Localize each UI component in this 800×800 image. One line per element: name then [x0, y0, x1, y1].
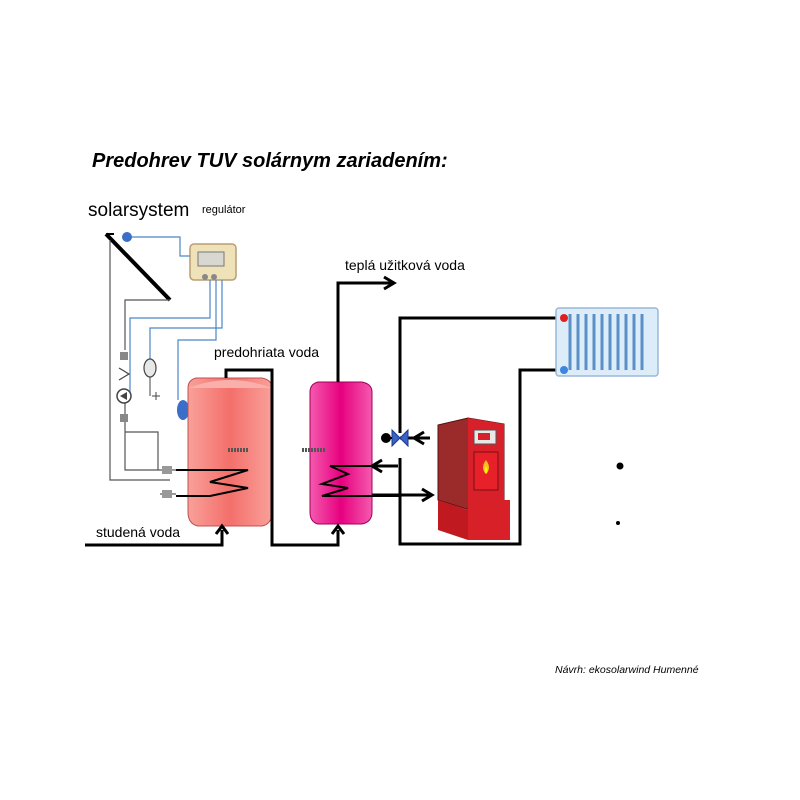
radiator-outlet-icon	[560, 366, 568, 374]
radiator-inlet-icon	[560, 314, 568, 322]
preheated-water-label: predohriata voda	[214, 344, 320, 360]
regulator-label: regulátor	[202, 204, 246, 216]
expansion-tank-icon	[143, 358, 157, 378]
credit-text: Návrh: ekosolarwind Humenné	[555, 664, 699, 676]
collector-sensor-icon	[122, 232, 132, 242]
water-pipes	[85, 281, 556, 547]
bullet-dot	[616, 521, 620, 525]
three-way-valve-icon	[381, 428, 409, 448]
solar-pipes	[109, 240, 176, 495]
boiler	[437, 417, 510, 540]
cold-water-label: studená voda	[96, 524, 181, 540]
radiator	[555, 307, 659, 377]
hot-water-label: teplá užitková voda	[345, 257, 465, 273]
solarsystem-label: solarsystem	[88, 200, 190, 221]
solar-tank	[162, 377, 273, 527]
tank-sensor-icon	[177, 400, 189, 420]
regulator-box	[189, 243, 237, 281]
flow-arrows	[214, 275, 435, 535]
pump-group	[116, 352, 160, 422]
solar-wiring	[129, 236, 223, 400]
solar-collector	[104, 232, 172, 302]
boiler-tank	[302, 381, 400, 525]
bullet-dot	[616, 462, 624, 470]
diagram-title: Predohrev TUV solárnym zariadením:	[92, 150, 448, 172]
check-valve-icon	[118, 367, 131, 381]
